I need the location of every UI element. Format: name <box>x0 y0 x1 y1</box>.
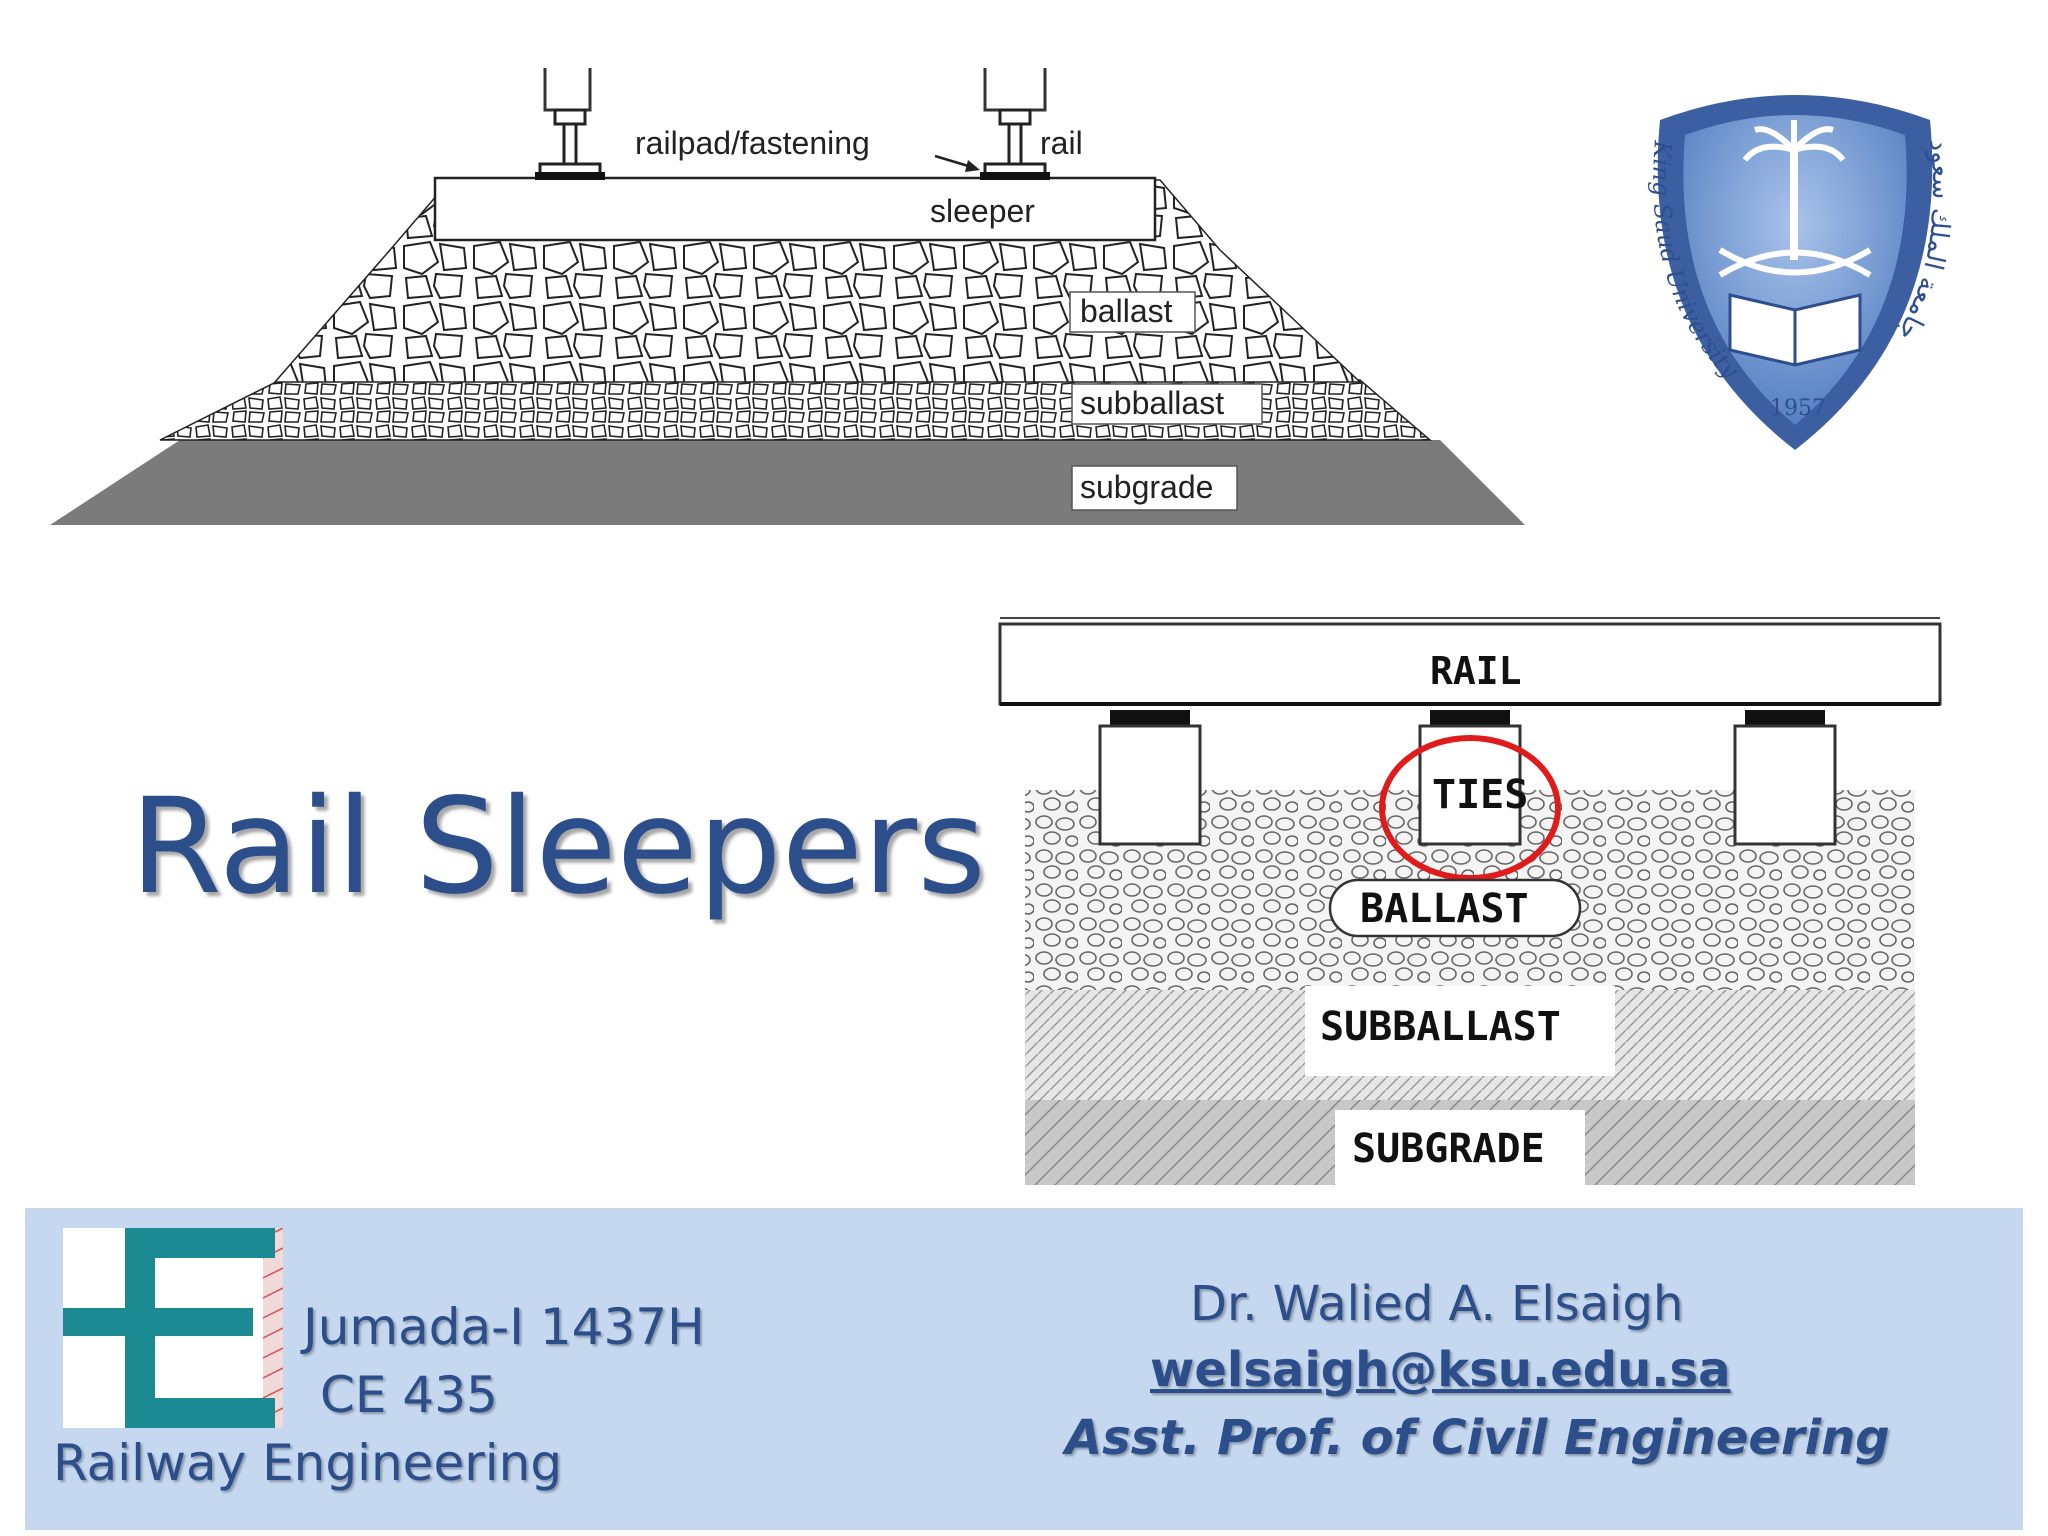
palm-tree-icon <box>1742 120 1846 162</box>
slide-title: Rail Sleepers <box>130 770 986 924</box>
label-rail: rail <box>1040 125 1083 161</box>
label-railpad-fastening: railpad/fastening <box>635 125 870 161</box>
footer-author: Dr. Walied A. Elsaigh <box>1190 1276 1684 1332</box>
sleeper-block <box>433 176 1157 242</box>
label-rail-caps: RAIL <box>1430 649 1522 693</box>
label-ballast-caps: BALLAST <box>1360 886 1529 932</box>
subgrade-layer <box>50 440 1525 525</box>
label-subgrade: subgrade <box>1080 469 1213 505</box>
ties-highlight-circle <box>1379 735 1561 881</box>
footer-date: Jumada-I 1437H <box>303 1298 705 1356</box>
track-cross-section-diagram: railpad/fastening rail sleeper ballast s… <box>50 68 1525 525</box>
label-subballast-caps: SUBBALLAST <box>1320 1004 1561 1050</box>
tie-left <box>1098 724 1202 846</box>
logo-year: 1957 <box>1770 396 1826 421</box>
rail-right <box>980 68 1050 180</box>
footer-subject: Railway Engineering <box>53 1434 563 1492</box>
track-layers-diagram: RAIL TIES BALLAST SUBBALLAST SUBGRADE <box>998 617 1942 1188</box>
rail-left <box>535 68 605 180</box>
crossed-swords-icon <box>1718 249 1872 278</box>
label-ties: TIES <box>1432 772 1528 818</box>
label-ballast: ballast <box>1080 293 1173 329</box>
footer-email-link[interactable]: welsaigh@ksu.edu.sa <box>1150 1342 1731 1398</box>
footer-position: Asst. Prof. of Civil Engineering <box>1065 1410 1890 1466</box>
footer-course-code: CE 435 <box>320 1366 498 1424</box>
department-logo <box>63 1228 283 1428</box>
king-saud-university-logo: King Saud University 1957 جامعة الملك سع… <box>1647 95 1956 450</box>
tie-right <box>1733 724 1837 846</box>
label-sleeper: sleeper <box>930 193 1035 229</box>
label-subballast: subballast <box>1080 385 1224 421</box>
footer-band: Jumada-I 1437H CE 435 Railway Engineerin… <box>25 1208 2023 1530</box>
label-subgrade-caps: SUBGRADE <box>1352 1126 1545 1172</box>
